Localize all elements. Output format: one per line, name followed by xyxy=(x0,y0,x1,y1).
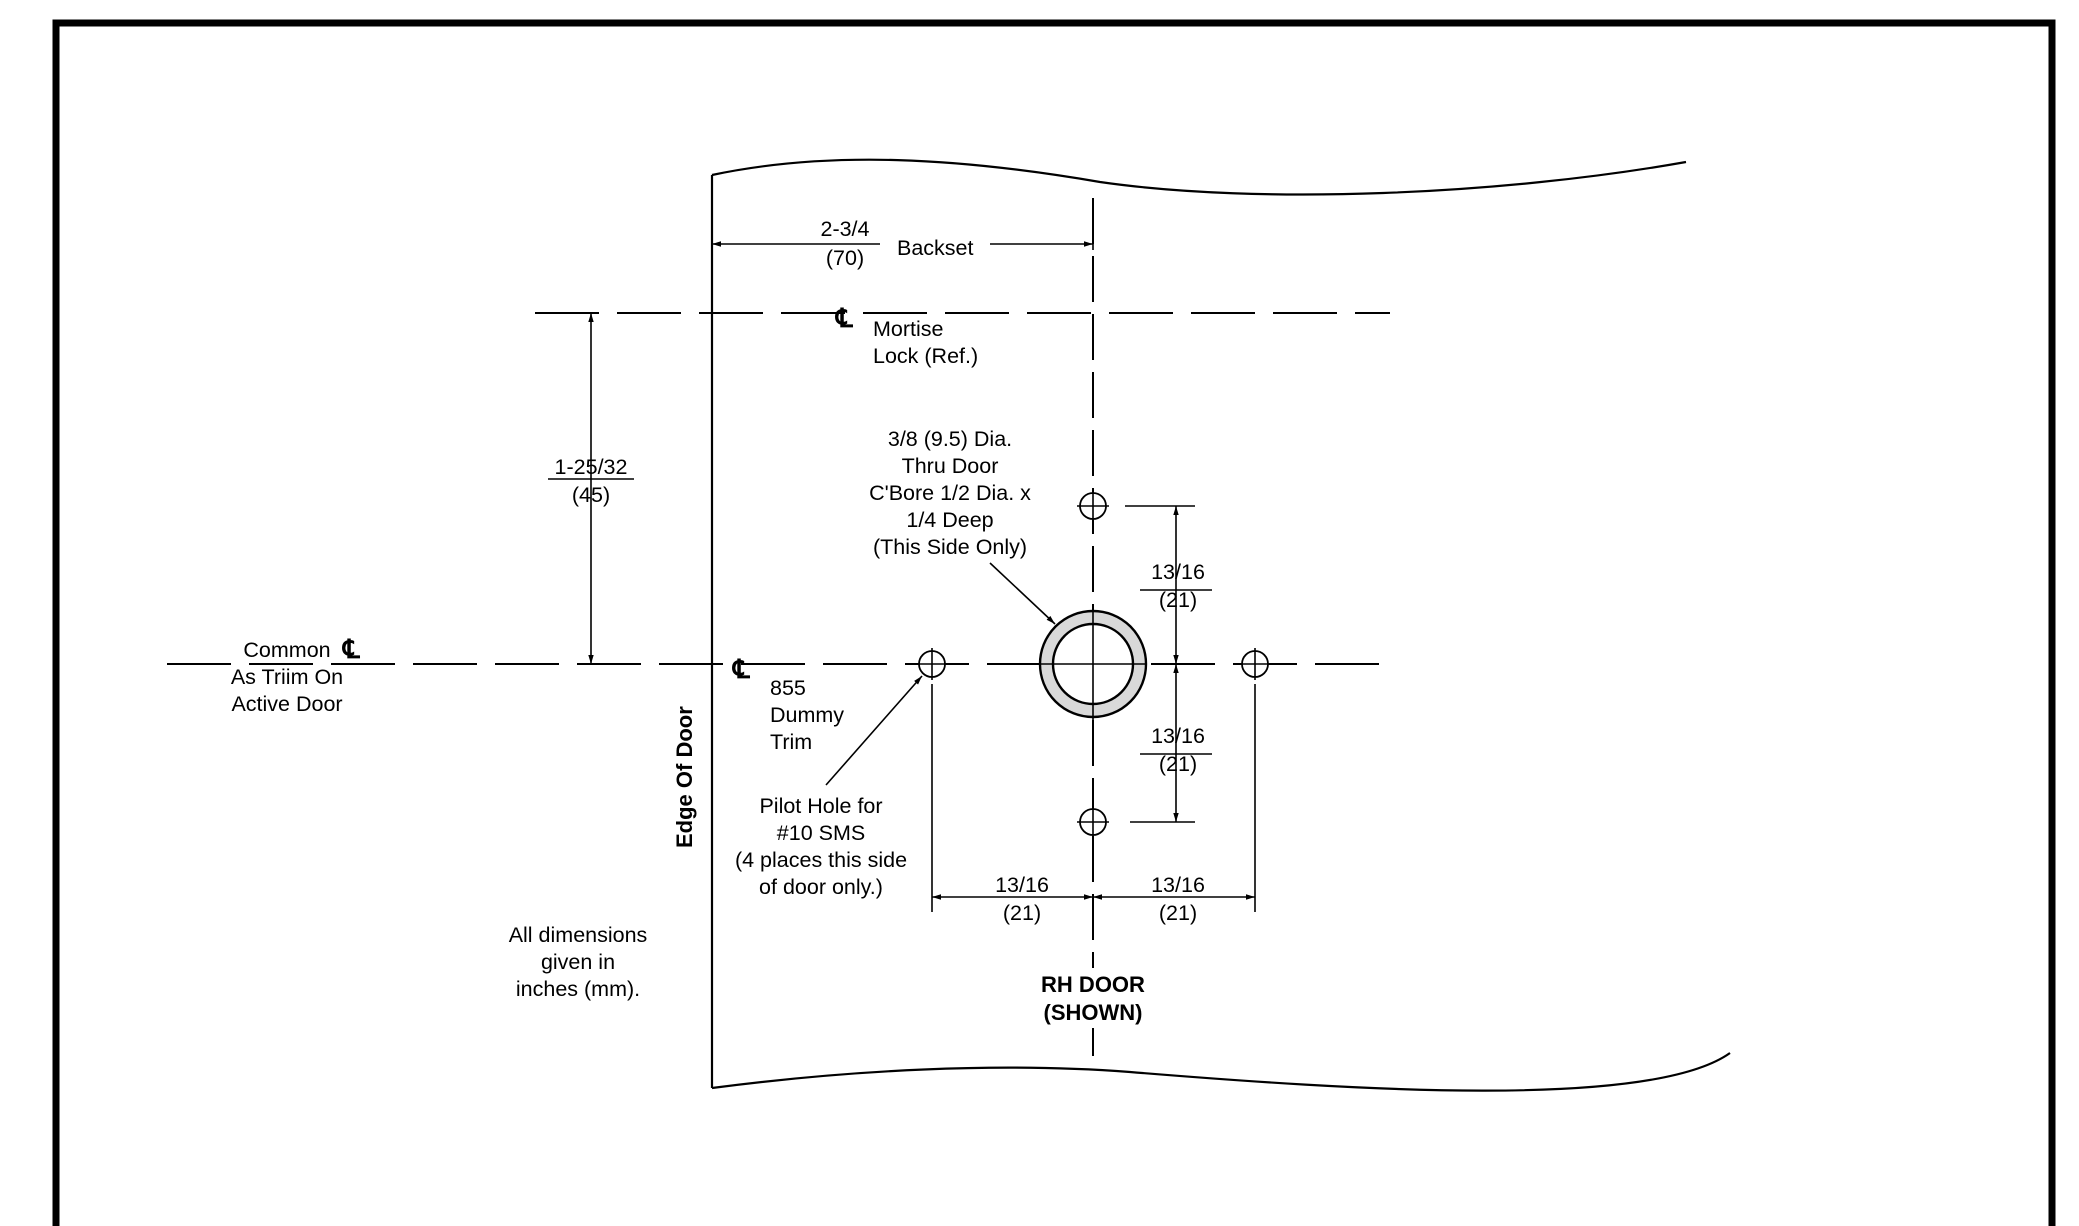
left-dim-fraction: 13/16 xyxy=(995,873,1049,897)
mortise-label-line1: Mortise xyxy=(873,317,943,341)
mortise-centerline-symbol: ℄ xyxy=(835,303,854,333)
common-line2: As Triim On xyxy=(231,665,343,689)
lower-dim-fraction: 13/16 xyxy=(1151,724,1205,748)
right-dim-mm: (21) xyxy=(1159,901,1197,925)
hole-note-line5: (This Side Only) xyxy=(873,535,1027,559)
common-line1: Common xyxy=(243,638,330,662)
common-centerline-symbol: ℄ xyxy=(342,634,361,664)
bottom-horizontal-dimensions: 13/16 (21) 13/16 (21) xyxy=(931,684,1256,925)
backset-fraction: 2-3/4 xyxy=(820,217,869,241)
hole-note-line1: 3/8 (9.5) Dia. xyxy=(888,427,1012,451)
vertical-offset-dimension: 1-25/32 (45) xyxy=(548,313,634,664)
drawing-frame xyxy=(52,19,2056,1226)
hole-note-line3: C'Bore 1/2 Dia. x xyxy=(869,481,1031,505)
backset-label: Backset xyxy=(897,236,974,260)
edge-of-door-label: Edge Of Door xyxy=(672,706,697,848)
units-line3: inches (mm). xyxy=(516,977,640,1001)
right-dim-fraction: 13/16 xyxy=(1151,873,1205,897)
dummy-line3: Trim xyxy=(770,730,812,754)
left-dim-mm: (21) xyxy=(1003,901,1041,925)
shown-label: (SHOWN) xyxy=(1044,1000,1143,1025)
mortise-label-line2: Lock (Ref.) xyxy=(873,344,978,368)
dummy-line1: 855 xyxy=(770,676,806,700)
dummy-line2: Dummy xyxy=(770,703,844,727)
pilot-note-line4: of door only.) xyxy=(759,875,883,899)
right-vertical-dimensions: 13/16 (21) 13/16 (21) xyxy=(1125,505,1212,823)
offset-fraction: 1-25/32 xyxy=(555,455,628,479)
upper-dim-fraction: 13/16 xyxy=(1151,560,1205,584)
backset-dimension: 2-3/4 (70) Backset xyxy=(712,198,1094,270)
pilot-hole-right xyxy=(1239,648,1271,680)
center-bore-hole xyxy=(1038,608,1148,720)
units-line1: All dimensions xyxy=(509,923,648,947)
pilot-hole-left xyxy=(916,648,948,680)
units-line2: given in xyxy=(541,950,615,974)
door-outline xyxy=(710,158,1731,1092)
lower-dim-mm: (21) xyxy=(1159,752,1197,776)
hole-note-line2: Thru Door xyxy=(902,454,999,478)
units-note: All dimensions given in inches (mm). xyxy=(509,923,648,1001)
pilot-note-line1: Pilot Hole for xyxy=(759,794,882,818)
pilot-note-line3: (4 places this side xyxy=(735,848,907,872)
pilot-note-line2: #10 SMS xyxy=(777,821,865,845)
pilot-hole-top xyxy=(1077,490,1109,522)
rh-door-label: RH DOOR xyxy=(1041,972,1145,997)
upper-dim-mm: (21) xyxy=(1159,588,1197,612)
hole-note: 3/8 (9.5) Dia. Thru Door C'Bore 1/2 Dia.… xyxy=(869,427,1056,625)
dummy-trim-label: ℄ 855 Dummy Trim xyxy=(732,654,844,754)
common-line3: Active Door xyxy=(231,692,342,716)
dummy-centerline-symbol: ℄ xyxy=(732,654,751,684)
common-centerline-label: Common ℄ As Triim On Active Door xyxy=(231,634,361,716)
pilot-hole-note: Pilot Hole for #10 SMS (4 places this si… xyxy=(735,675,923,899)
pilot-hole-bottom xyxy=(1077,806,1109,838)
offset-mm: (45) xyxy=(572,483,610,507)
hole-note-line4: 1/4 Deep xyxy=(906,508,993,532)
backset-mm: (70) xyxy=(826,246,864,270)
